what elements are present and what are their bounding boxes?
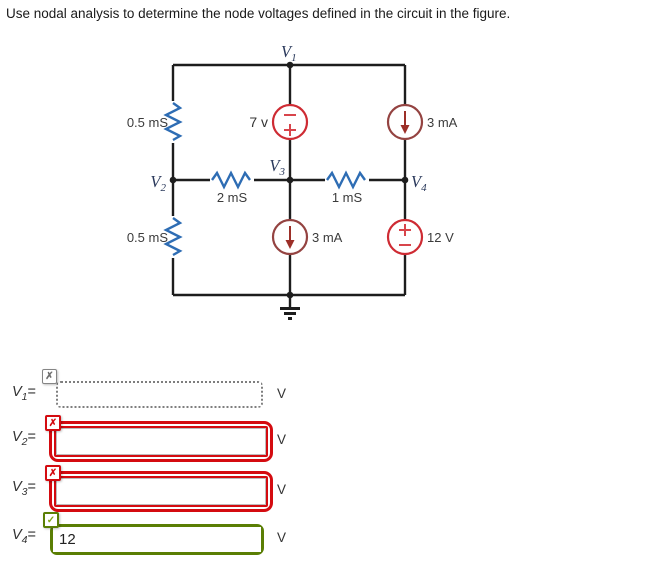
node-label-v1: V1 [281,42,297,64]
incorrect-x-icon: ✗ [45,465,61,481]
v2-inner-border [54,426,268,457]
label-1ms: 1 mS [332,190,363,205]
answer-label-v3: V3= [12,479,36,498]
v2-answer-box [49,421,273,462]
v2-input[interactable] [56,428,266,455]
v4-unit: V [277,530,287,545]
node-label-v3: V3 [269,156,285,178]
v4-input[interactable] [53,527,261,552]
label-12v: 12 V [427,230,454,245]
answer-label-v4: V4= [12,527,36,546]
v1-input[interactable] [58,383,261,406]
label-7v: 7 v [249,114,268,130]
label-0.5ms-top: 0.5 mS [127,115,169,130]
node-dots [169,61,409,299]
label-0.5ms-bottom: 0.5 mS [127,230,169,245]
answer-label-v2: V2= [12,429,36,448]
unanswered-x-icon: ✗ [42,369,57,384]
current-source-3ma-mid [271,218,309,256]
correct-check-icon: ✓ [43,512,59,528]
incorrect-x-icon: ✗ [45,415,61,431]
v1-answer-box [56,381,263,408]
v3-input[interactable] [56,478,266,505]
v4-answer-box [50,524,264,555]
node-label-v4: V4 [411,172,427,194]
v3-answer-box [49,471,273,512]
label-3ma-mid: 3 mA [312,230,343,245]
label-3ma-top: 3 mA [427,115,458,130]
node-label-v2: V2 [150,172,166,194]
answer-label-v1: V1= [12,384,36,403]
problem-statement: Use nodal analysis to determine the node… [6,6,511,21]
v1-unit: V [277,386,287,401]
ground-icon [280,295,300,320]
voltage-source-7v [271,103,309,141]
circuit-diagram: 0.5 mS 0.5 mS 7 v 3 mA 2 mS 1 mS 3 mA 12… [127,42,458,320]
resistor-0.5ms-top [163,102,183,142]
label-2ms: 2 mS [217,190,248,205]
v3-unit: V [277,482,287,497]
resistor-2ms [211,170,251,190]
resistor-0.5ms-bottom [163,217,183,257]
resistor-1ms [326,170,366,190]
current-source-3ma-top [386,103,424,141]
voltage-source-12v [386,218,424,256]
v2-unit: V [277,432,287,447]
v3-inner-border [54,476,268,507]
